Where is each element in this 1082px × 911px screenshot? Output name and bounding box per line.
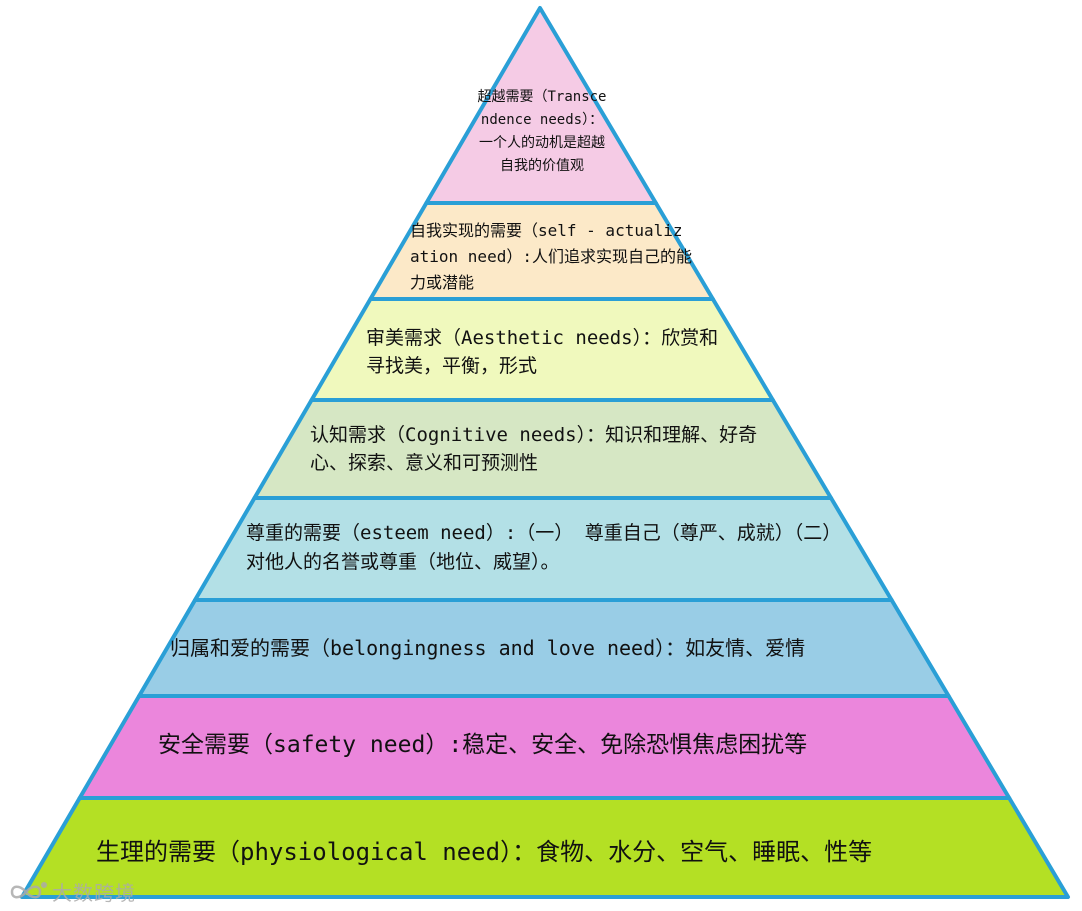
level-5-esteem-text: 尊重的需要（esteem need）:（一） 尊重自己（尊严、成就）（二）对他人… bbox=[246, 522, 842, 573]
watermark: 大数跨境 bbox=[6, 877, 136, 906]
level-3-aesthetic-text: 审美需求（Aesthetic needs）：欣赏和寻找美，平衡，形式 bbox=[366, 327, 719, 377]
level-7-safety-text: 安全需要（safety need）:稳定、安全、免除恐惧焦虑困扰等 bbox=[158, 732, 808, 758]
level-8-physiological-text: 生理的需要（physiological need）：食物、水分、空气、睡眠、性等 bbox=[96, 838, 873, 866]
level-6-belonging-text: 归属和爱的需要（belongingness and love need）：如友情… bbox=[170, 636, 806, 660]
watermark-text: 大数跨境 bbox=[52, 881, 136, 905]
level-4-cognitive-text: 认知需求（Cognitive needs）：知识和理解、好奇心、探索、意义和可预… bbox=[310, 424, 758, 474]
pyramid-level-8-band bbox=[20, 796, 1070, 899]
level-1-transcendence-text: 超越需要（Transcendence needs）：一个人的动机是超越自我的价值… bbox=[477, 89, 607, 174]
infinity-logo-icon bbox=[10, 881, 47, 898]
level-2-self-actualization-text: 自我实现的需要（self - actualization need）:人们追求实… bbox=[410, 221, 692, 292]
